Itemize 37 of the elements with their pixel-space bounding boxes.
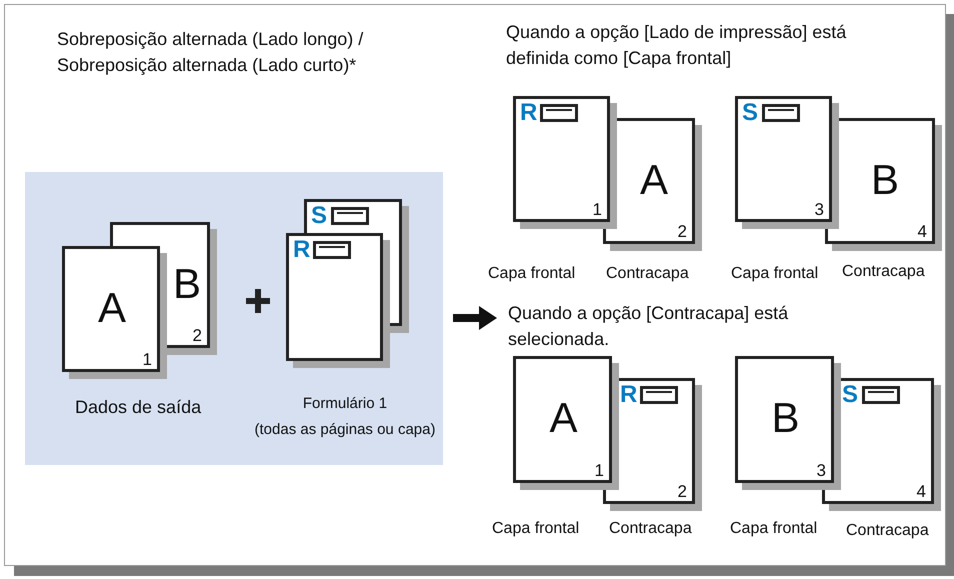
sheet-caption: Capa frontal <box>492 519 580 539</box>
heading: Quando a opção [Lado de impressão] está definida como [Capa frontal] <box>506 21 848 70</box>
page-number: 2 <box>678 483 687 500</box>
page-number: 3 <box>816 462 826 479</box>
form-letter: S <box>842 383 858 407</box>
heading: Sobreposição alternada (Lado longo) / Sobreposição alternada (Lado curto)* <box>57 28 364 77</box>
form-letter: R <box>293 238 310 262</box>
sheet-caption: Capa frontal <box>731 264 820 284</box>
page-letter: A <box>98 287 126 329</box>
sheet-caption: Capa frontal <box>730 519 818 539</box>
page-number: 1 <box>592 201 602 218</box>
page-letter: A <box>640 159 668 201</box>
page-number: 3 <box>814 201 824 218</box>
page-number: 1 <box>142 351 152 368</box>
caption: (todas as páginas ou capa) <box>254 420 436 440</box>
form-letter: R <box>520 101 538 125</box>
caption: Dados de saída <box>75 396 202 419</box>
caption: Formulário 1 <box>302 394 388 414</box>
form-letter: S <box>311 204 328 228</box>
sheet-caption: Contracapa <box>606 264 689 284</box>
panel-background <box>25 172 443 465</box>
page-number: 2 <box>192 327 202 344</box>
sheet-caption: Contracapa <box>842 262 925 282</box>
sheet-caption: Contracapa <box>846 521 929 541</box>
sheet-caption: Contracapa <box>609 519 692 539</box>
page-number: 1 <box>594 462 604 479</box>
page-number: 2 <box>678 223 687 240</box>
page-letter: A <box>550 397 578 439</box>
page-number: 4 <box>918 223 927 240</box>
form-letter: S <box>742 101 758 125</box>
heading: Quando a opção [Contracapa] está selecionada. <box>508 302 790 351</box>
form-letter: R <box>620 383 638 407</box>
sheet-caption: Capa frontal <box>488 264 576 284</box>
page-number: 4 <box>916 483 926 500</box>
page-letter: B <box>871 159 900 201</box>
page-letter: B <box>772 397 800 439</box>
page-letter: B <box>173 263 202 305</box>
